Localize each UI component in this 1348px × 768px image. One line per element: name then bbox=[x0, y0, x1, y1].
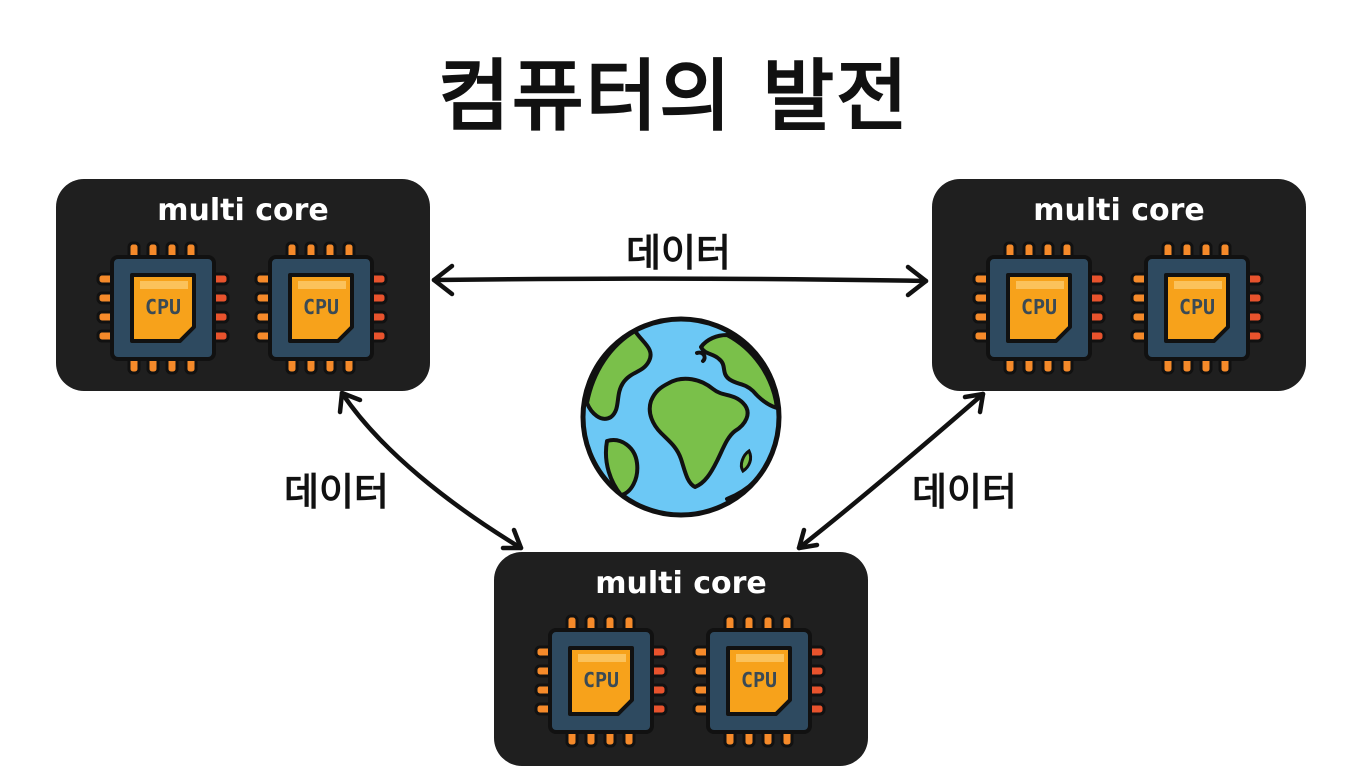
cpu-chip-icon: CPU bbox=[972, 241, 1106, 375]
cpu-label: CPU bbox=[302, 295, 340, 319]
node-right: multi core CPU CPU bbox=[932, 179, 1306, 391]
cpu-chip-icon: CPU bbox=[254, 241, 388, 375]
cpu-chip-icon: CPU bbox=[96, 241, 230, 375]
page-title: 컴퓨터의 발전 bbox=[438, 52, 910, 142]
arrow-right-bottom bbox=[796, 391, 986, 551]
globe-icon bbox=[580, 316, 782, 518]
node-title: multi core bbox=[595, 566, 767, 601]
cpu-label: CPU bbox=[740, 668, 778, 692]
cpu-chip-icon: CPU bbox=[534, 614, 668, 748]
cpu-label: CPU bbox=[1020, 295, 1058, 319]
edge-label-left: 데이터 bbox=[284, 470, 389, 514]
node-title: multi core bbox=[1033, 193, 1205, 228]
node-left: multi core CPU CPU bbox=[56, 179, 430, 391]
cpu-label: CPU bbox=[144, 295, 182, 319]
cpu-label: CPU bbox=[1178, 295, 1216, 319]
cpu-label: CPU bbox=[582, 668, 620, 692]
edge-label-top: 데이터 bbox=[626, 231, 731, 275]
arrow-left-bottom bbox=[337, 390, 524, 551]
node-title: multi core bbox=[157, 193, 329, 228]
edge-label-right: 데이터 bbox=[912, 470, 1017, 514]
cpu-chip-icon: CPU bbox=[1130, 241, 1264, 375]
node-bottom: multi core CPU CPU bbox=[494, 552, 868, 766]
arrow-left-right bbox=[431, 263, 929, 298]
cpu-chip-icon: CPU bbox=[692, 614, 826, 748]
